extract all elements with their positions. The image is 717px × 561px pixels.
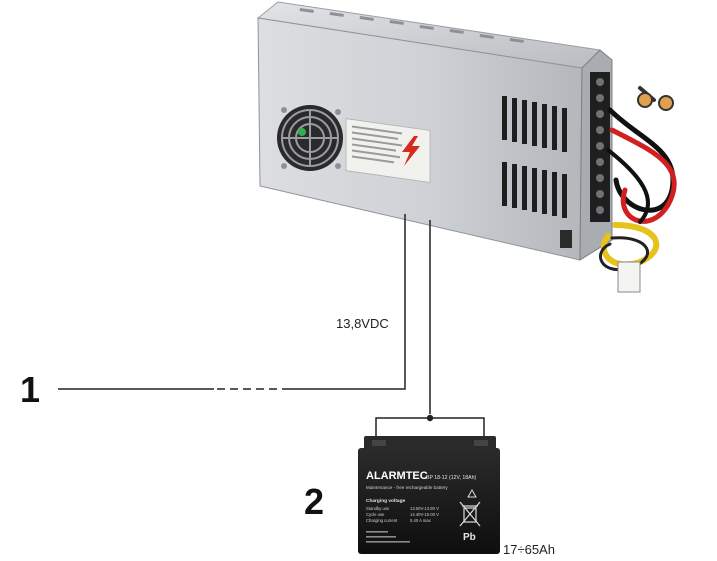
psu-warning-label [345, 118, 431, 183]
junction-dot [426, 414, 434, 422]
spec-row-label: Standby use [366, 506, 390, 511]
power-supply-unit [256, 1, 677, 293]
battery-body [358, 448, 500, 554]
wiring-lines [58, 214, 485, 440]
psu-fan [277, 105, 343, 171]
battery-capacity-label: 17÷65Ah [503, 542, 555, 557]
output-voltage-label: 13,8VDC [336, 316, 389, 331]
psu-terminal-block [590, 72, 610, 222]
psu-connector-plug [617, 261, 641, 293]
spec-row-value: 5.40 A max [410, 518, 432, 523]
spec-row-value: 13.50V-13.80 V [410, 506, 439, 511]
battery-model: BP 18-12 (12V, 18Ah) [426, 475, 476, 481]
marker-1-label: 1 [20, 369, 40, 410]
spec-row-value: 14.40V-15.00 V [410, 512, 439, 517]
crossed-bin-icon [459, 501, 481, 527]
battery-lid [364, 436, 496, 450]
recycle-icon [467, 488, 477, 498]
psu-top-vents [299, 8, 524, 43]
psu-cables [599, 86, 677, 272]
lead-pb-symbol: Pb [463, 532, 476, 543]
psu-dip-switch [560, 230, 572, 248]
battery-brand: ALARMTEC [366, 470, 428, 482]
high-voltage-icon [402, 136, 420, 166]
spec-row-label: Charging current [366, 518, 398, 523]
marker-2-label: 2 [304, 481, 324, 522]
battery-charging-heading: Charging voltage [366, 498, 406, 504]
battery-spec-table: Standby use 13.50V-13.80 V Cycle use 14.… [366, 506, 439, 523]
spec-row-label: Cycle use [366, 512, 385, 517]
battery-tagline: Maintenance - free rechargeable battery [366, 485, 448, 490]
psu-side-vents [502, 96, 567, 218]
battery: ALARMTEC BP 18-12 (12V, 18Ah) Maintenanc… [358, 436, 500, 554]
output-lead-load [290, 214, 406, 390]
battery-fineprint [366, 531, 410, 543]
